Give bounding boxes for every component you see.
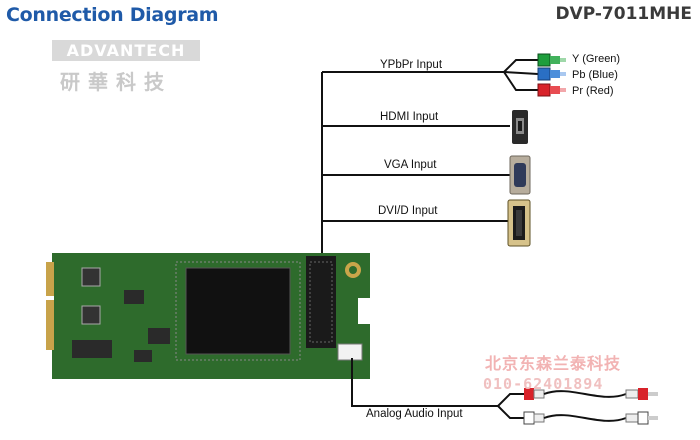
audio-rca-red-cable xyxy=(524,388,658,400)
audio-fanout xyxy=(497,393,524,419)
dvi-input-label: DVI/D Input xyxy=(378,205,438,217)
ypbpr-fanout xyxy=(503,59,539,91)
advantech-logo: ADVANTECH xyxy=(52,40,200,61)
watermark-phone: 010-62401894 xyxy=(483,375,604,393)
audio-line xyxy=(351,358,498,407)
hdmi-input-label: HDMI Input xyxy=(380,111,439,123)
y-green-label: Y (Green) xyxy=(572,53,621,65)
model-name: DVP-7011MHE xyxy=(555,4,692,24)
audio-rca-white-cable xyxy=(523,411,658,425)
audio-input-label: Analog Audio Input xyxy=(366,408,463,420)
vga-connector xyxy=(509,155,531,195)
pr-red-label: Pr (Red) xyxy=(572,85,614,97)
vga-input-label: VGA Input xyxy=(384,159,437,171)
advantech-chinese-logo: 研華科技 xyxy=(60,70,172,94)
dvi-connector xyxy=(507,199,531,247)
pcb-board xyxy=(44,253,372,379)
pb-blue-label: Pb (Blue) xyxy=(572,69,618,81)
rca-green-plug xyxy=(537,53,566,67)
page-title: Connection Diagram xyxy=(6,4,219,26)
rca-blue-plug xyxy=(537,67,566,81)
ypbpr-input-label: YPbPr Input xyxy=(380,59,443,71)
watermark-company: 北京东森兰泰科技 xyxy=(485,354,622,373)
hdmi-connector xyxy=(512,110,528,144)
rca-red-plug xyxy=(537,83,566,97)
